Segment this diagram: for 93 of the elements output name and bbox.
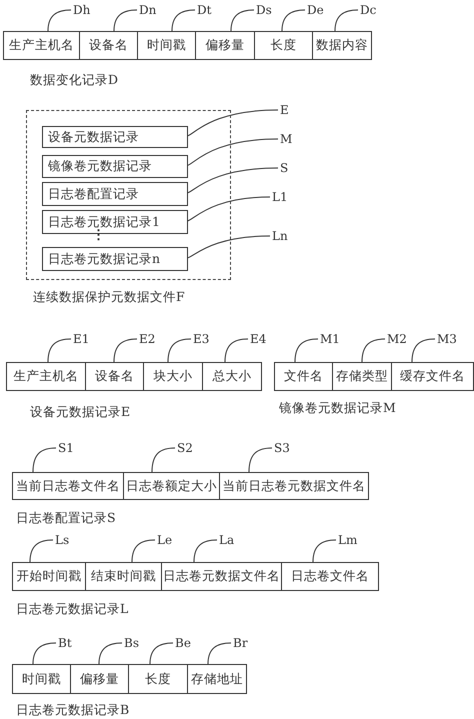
callout-label: M1	[320, 332, 340, 346]
leader-line	[30, 540, 54, 562]
leader-line	[114, 10, 138, 32]
frame-caption: 连续数据保护元数据文件F	[33, 290, 185, 304]
leader-line	[186, 110, 278, 136]
leader-line	[194, 540, 218, 562]
callout-label: Ls	[55, 533, 70, 547]
field-cell: 设备名	[79, 31, 138, 60]
callout-label: E	[280, 103, 289, 117]
leader-line	[312, 540, 336, 562]
leader-line	[412, 338, 436, 362]
leader-line	[208, 642, 232, 664]
callout-label: Ln	[272, 229, 288, 243]
field-cell: 开始时间戳	[12, 562, 86, 591]
field-cell: 存储类型	[332, 362, 392, 391]
leader-line	[294, 338, 318, 362]
callout-label: L1	[272, 190, 288, 204]
field-cell: 生产主机名	[3, 31, 80, 60]
leader-line	[48, 338, 72, 362]
field-cell: 块大小	[143, 362, 203, 391]
callout-label: E4	[250, 332, 266, 346]
field-cell: 时间戳	[137, 31, 196, 60]
callout-label: M3	[437, 332, 457, 346]
callout-label: M	[280, 132, 292, 146]
callout-label: Dh	[73, 3, 90, 17]
record-caption: 日志卷元数据记录B	[16, 703, 130, 717]
callout-label: S	[280, 161, 288, 175]
leader-line	[98, 642, 122, 664]
callout-label: E2	[139, 332, 156, 346]
field-cell: 文件名	[274, 362, 333, 391]
record-caption: 日志卷配置记录S	[16, 511, 116, 525]
callout-label: M2	[387, 332, 407, 346]
leader-line	[114, 338, 138, 362]
callout-label: Bt	[58, 636, 72, 650]
record-caption: 设备元数据记录E	[30, 405, 130, 419]
callout-label: Be	[175, 636, 191, 650]
leader-line	[186, 236, 270, 258]
leader-line	[32, 448, 56, 472]
field-cell: 日志卷额定大小	[123, 472, 220, 500]
field-cell: 偏移量	[195, 31, 255, 60]
field-cell: 数据内容	[312, 31, 372, 60]
leader-line	[32, 642, 56, 664]
record-box: 镜像卷元数据记录	[42, 155, 188, 178]
callout-label: Bs	[124, 636, 139, 650]
leader-line	[186, 138, 278, 166]
callout-label: Br	[233, 636, 248, 650]
callout-label: Dc	[360, 3, 376, 17]
callout-label: S1	[58, 441, 74, 455]
record-caption: 镜像卷元数据记录M	[279, 401, 396, 415]
field-cell: 日志卷元数据文件名	[161, 562, 282, 591]
field-cell: 当前日志卷文件名	[12, 472, 124, 500]
leader-line	[150, 642, 174, 664]
leader-line	[334, 10, 358, 32]
record-caption: 日志卷元数据记录L	[16, 602, 128, 616]
field-cell: 生产主机名	[6, 362, 86, 391]
leader-line	[168, 338, 192, 362]
callout-label: Dt	[197, 3, 212, 17]
callout-label: De	[307, 3, 324, 17]
leader-line	[230, 10, 254, 32]
leader-line	[282, 10, 306, 32]
callout-label: E1	[73, 332, 90, 346]
leader-line	[48, 10, 72, 32]
field-cell: 长度	[128, 664, 188, 694]
leader-line	[362, 338, 386, 362]
leader-line	[224, 338, 248, 362]
field-cell: 当前日志卷元数据文件名	[219, 472, 369, 500]
field-cell: 总大小	[202, 362, 262, 391]
field-cell: 结束时间戳	[85, 562, 162, 591]
field-cell: 日志卷文件名	[281, 562, 379, 591]
leader-line	[248, 448, 272, 472]
leader-line	[152, 448, 176, 472]
record-box: 日志卷元数据记录n	[42, 247, 188, 271]
callout-label: La	[219, 533, 234, 547]
callout-label: E3	[193, 332, 210, 346]
leader-line	[186, 196, 270, 222]
field-cell: 设备名	[85, 362, 144, 391]
field-cell: 存储地址	[187, 664, 247, 694]
field-cell: 偏移量	[70, 664, 129, 694]
callout-label: S2	[177, 441, 193, 455]
record-box: 设备元数据记录	[42, 126, 188, 148]
callout-label: Lm	[338, 533, 358, 547]
field-cell: 缓存文件名	[391, 362, 474, 391]
record-caption: 数据变化记录D	[30, 73, 118, 87]
callout-label: Dn	[139, 3, 156, 17]
callout-label: Le	[157, 533, 172, 547]
record-box: 日志卷配置记录	[42, 182, 188, 206]
leader-line	[186, 168, 278, 194]
field-cell: 时间戳	[12, 664, 71, 694]
leader-line	[132, 540, 156, 562]
field-cell: 长度	[254, 31, 313, 60]
callout-label: Ds	[256, 3, 272, 17]
leader-line	[172, 10, 196, 32]
callout-label: S3	[274, 441, 290, 455]
